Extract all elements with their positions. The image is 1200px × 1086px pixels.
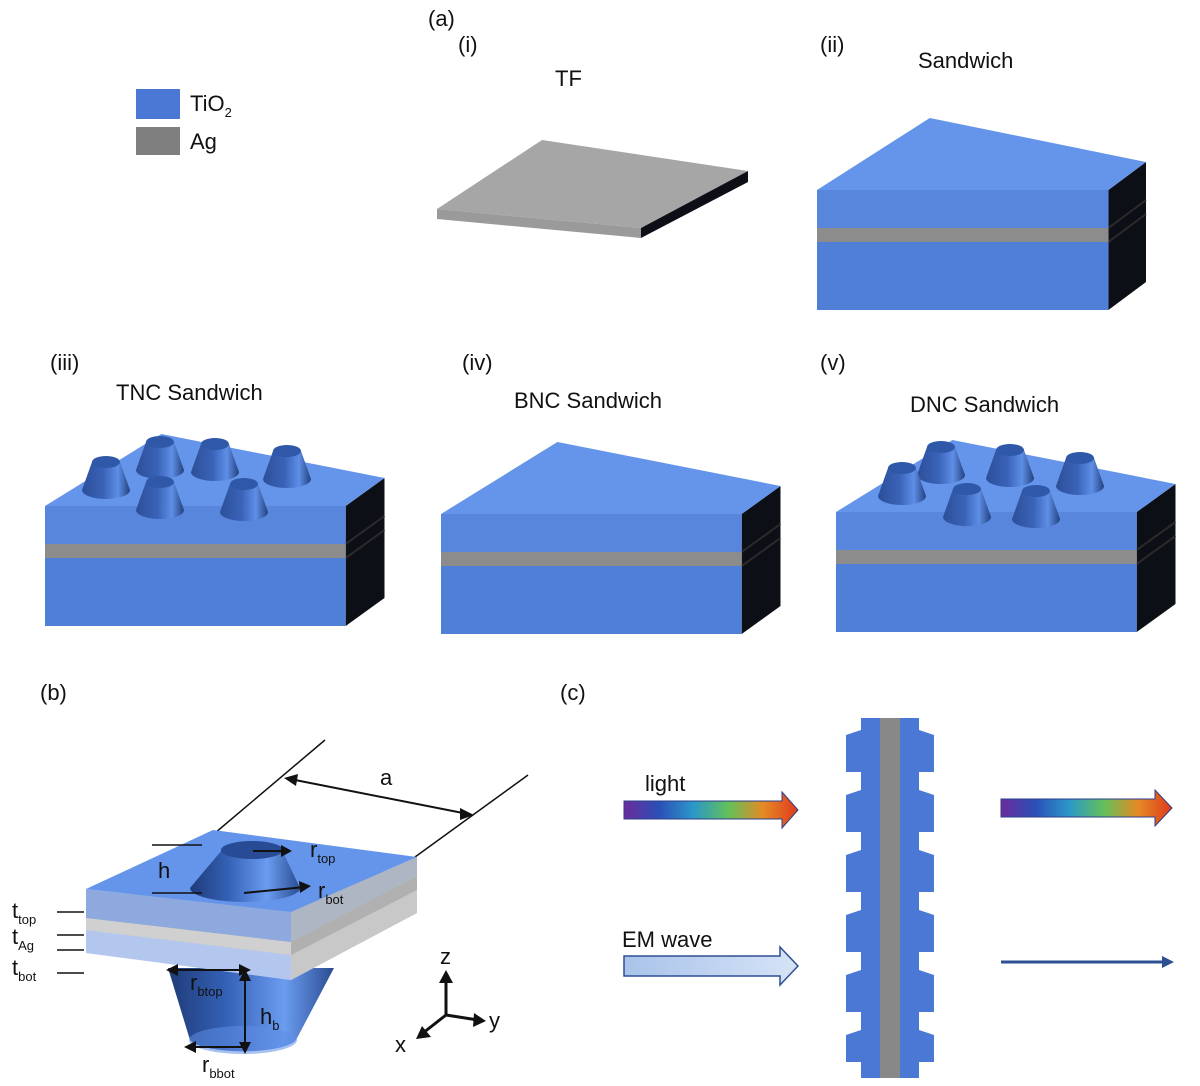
dim-r-bot-label: rbot xyxy=(318,878,344,907)
dim-h-label: h xyxy=(158,858,170,883)
dim-r-bbot-label: rbbot xyxy=(202,1052,235,1081)
item-v-tag: (v) xyxy=(820,350,846,375)
item-i-title: TF xyxy=(555,66,582,91)
unit-cell xyxy=(57,739,529,1054)
item-i-tag: (i) xyxy=(458,32,478,57)
item-ii-title: Sandwich xyxy=(918,48,1013,73)
item-iii-title: TNC Sandwich xyxy=(116,380,263,405)
item-iv-tag: (iv) xyxy=(462,350,493,375)
coordinate-axes xyxy=(416,970,486,1039)
legend-tio2-label: TiO2 xyxy=(190,91,232,120)
panel-b-label: (b) xyxy=(40,680,67,705)
structure-cross-section xyxy=(846,718,934,1078)
tf-plate xyxy=(437,140,748,238)
dim-a-label: a xyxy=(380,765,393,790)
em-wave-incident-arrow xyxy=(623,945,800,987)
dim-t-ag-label: tAg xyxy=(12,924,34,953)
em-wave-label: EM wave xyxy=(622,927,712,952)
em-wave-transmitted-arrow xyxy=(1001,956,1174,968)
item-v-title: DNC Sandwich xyxy=(910,392,1059,417)
dim-t-bot-label: tbot xyxy=(12,955,37,984)
item-ii-tag: (ii) xyxy=(820,32,844,57)
light-incident-arrow xyxy=(623,790,799,830)
panel-c-label: (c) xyxy=(560,680,586,705)
legend-tio2-swatch xyxy=(136,89,180,119)
axis-z-label: z xyxy=(440,944,451,969)
light-transmitted-arrow xyxy=(1000,788,1173,828)
dim-t-top-label: ttop xyxy=(12,898,36,927)
item-iv-title: BNC Sandwich xyxy=(514,388,662,413)
sandwich-block xyxy=(816,117,1147,311)
legend-ag-swatch xyxy=(136,127,180,155)
axis-y-label: y xyxy=(489,1008,500,1033)
dim-r-btop-label: rbtop xyxy=(190,970,223,999)
dim-h-b-label: hb xyxy=(260,1004,279,1033)
legend-ag-label: Ag xyxy=(190,129,217,154)
dim-r-top-label: rtop xyxy=(310,837,335,866)
panel-a-label: (a) xyxy=(428,6,455,31)
light-label: light xyxy=(645,771,685,796)
item-iii-tag: (iii) xyxy=(50,350,79,375)
bnc-sandwich-block xyxy=(440,441,782,635)
axis-x-label: x xyxy=(395,1032,406,1057)
